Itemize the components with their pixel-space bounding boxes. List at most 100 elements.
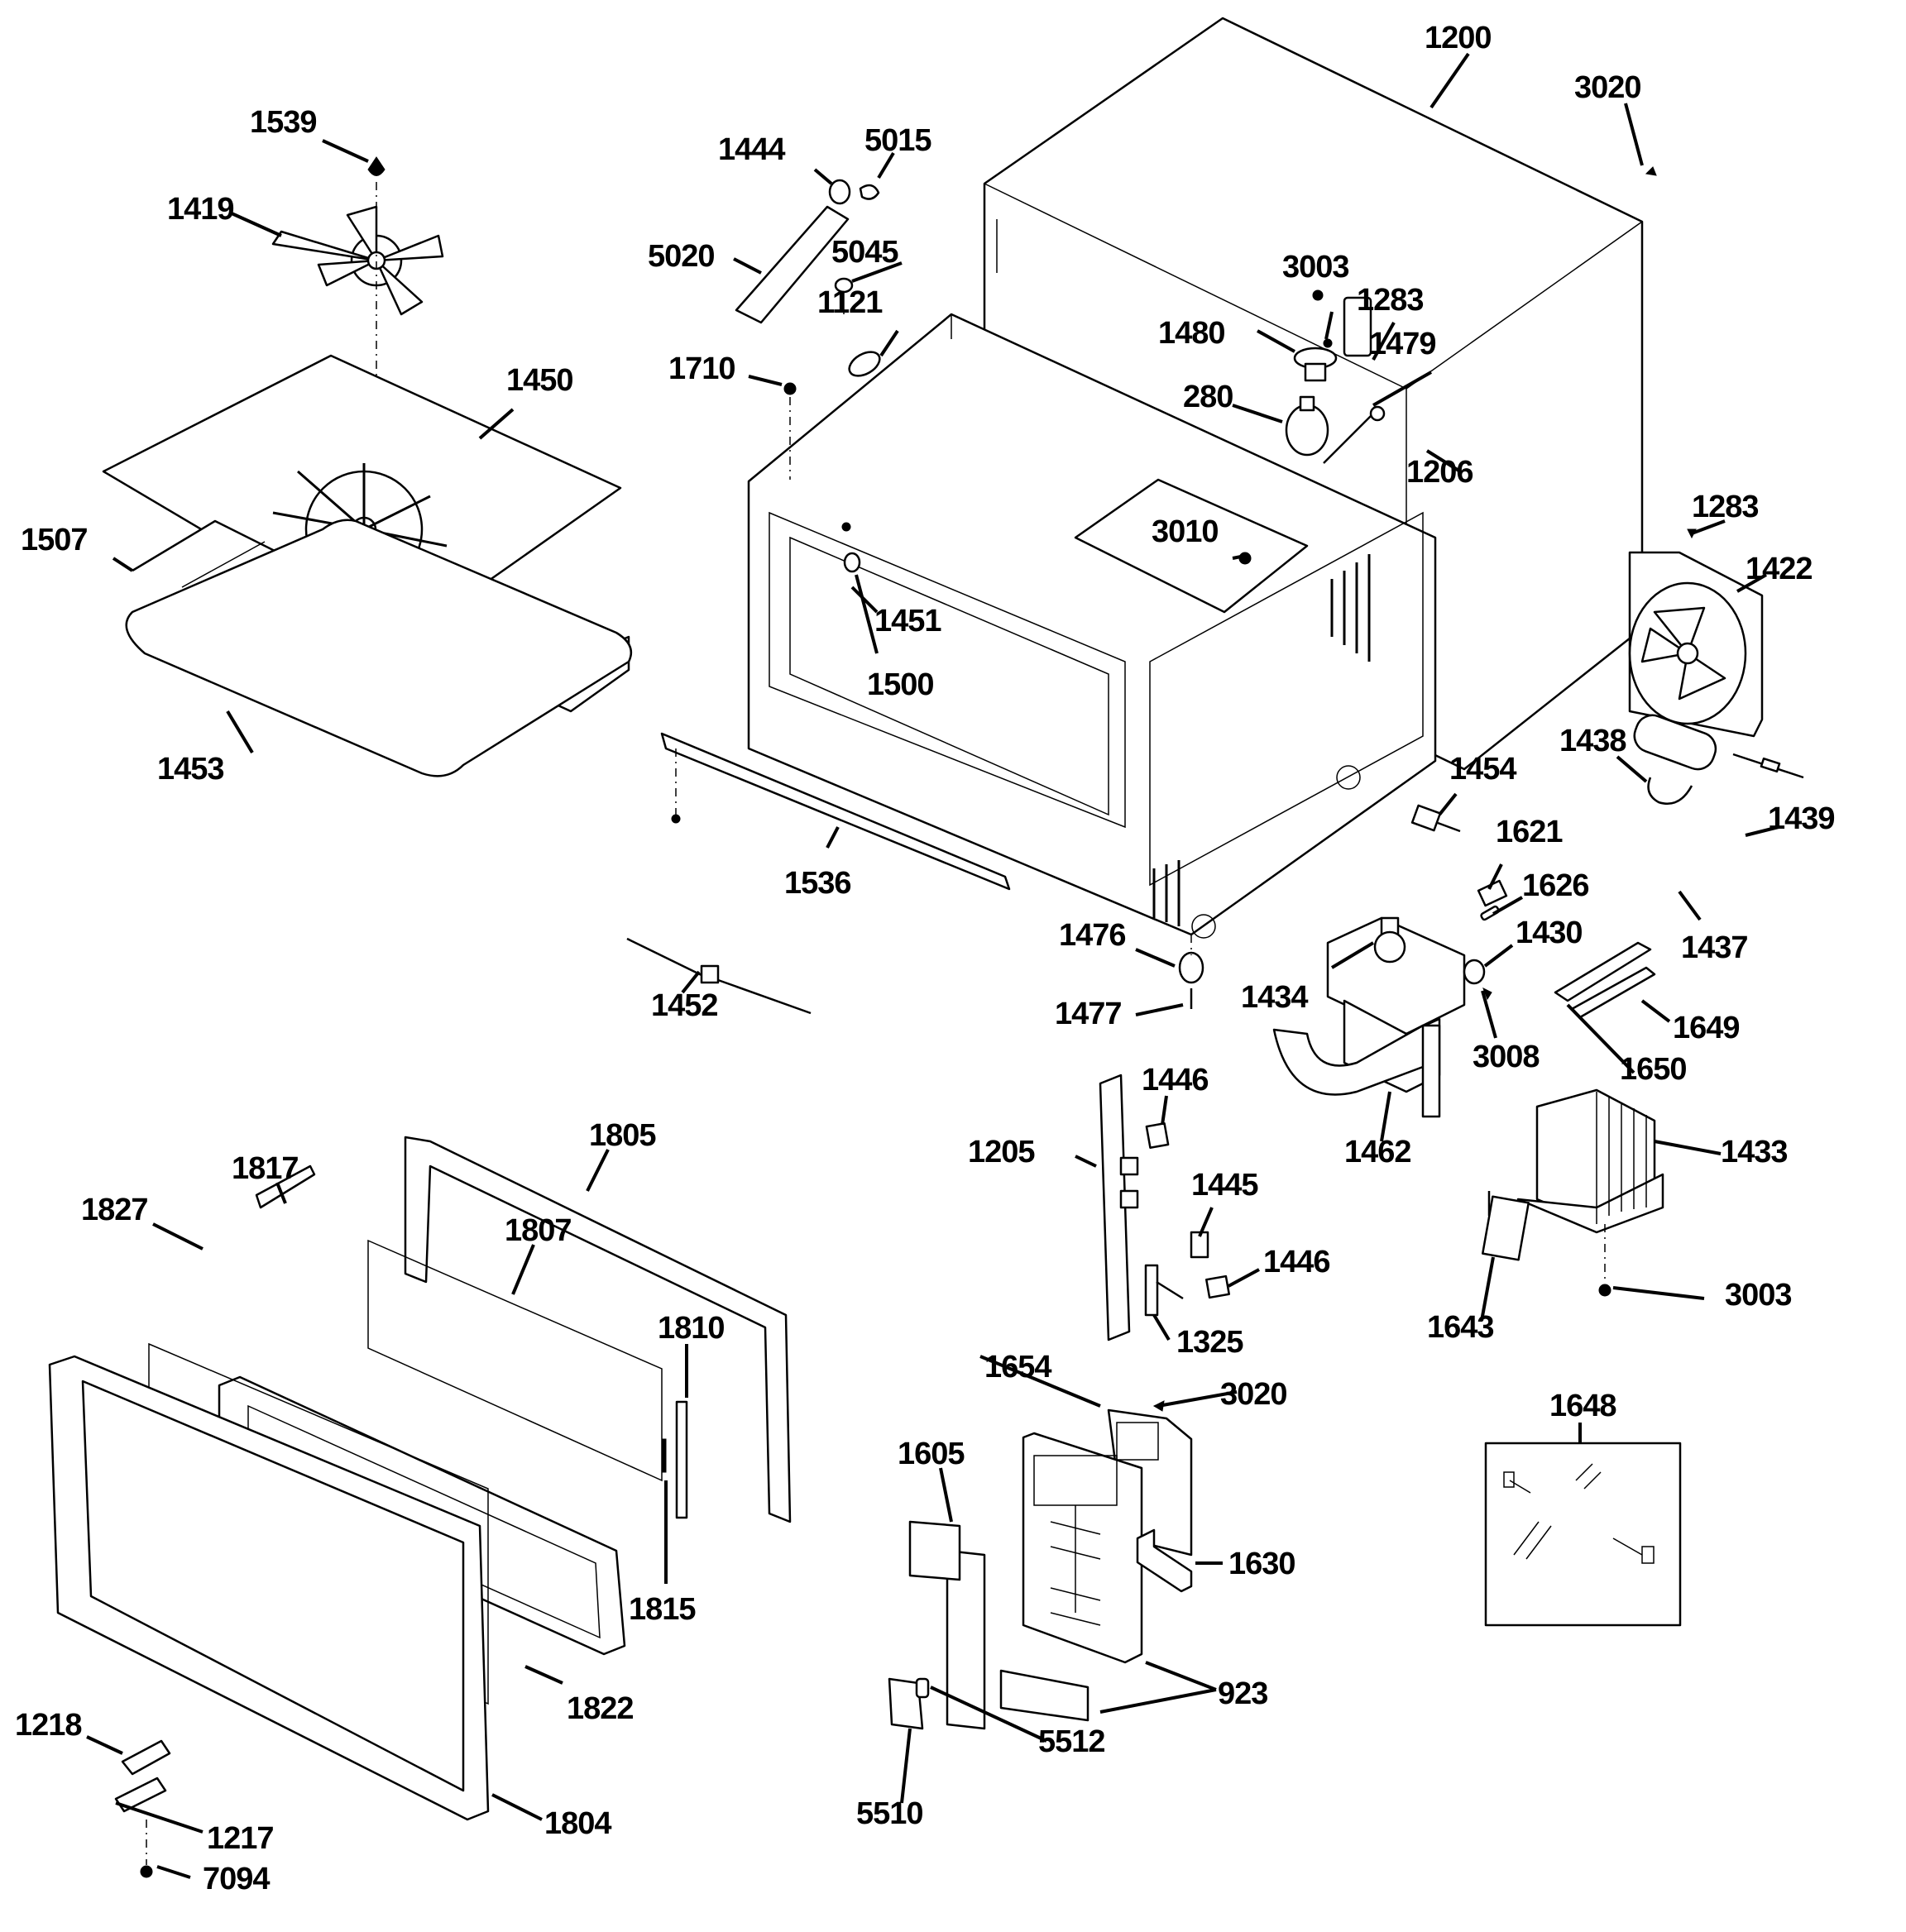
label-1445[interactable]: 1445 xyxy=(1191,1168,1259,1203)
capacitor-bracket-1437 xyxy=(1647,777,1693,805)
label-5510[interactable]: 5510 xyxy=(856,1796,924,1831)
part-labels: 1200 3020 1539 1419 1450 1507 1453 1444 … xyxy=(15,21,1836,1896)
label-1451[interactable]: 1451 xyxy=(874,604,942,638)
spring-5512 xyxy=(915,1677,930,1699)
label-1480[interactable]: 1480 xyxy=(1158,316,1226,351)
button-5510 xyxy=(888,1677,924,1730)
label-1217[interactable]: 1217 xyxy=(207,1821,275,1856)
label-3003-top[interactable]: 3003 xyxy=(1282,250,1350,285)
label-1822[interactable]: 1822 xyxy=(567,1691,635,1726)
label-1650[interactable]: 1650 xyxy=(1620,1052,1688,1087)
thermostat-1430 xyxy=(1463,959,1486,985)
latch-1630 xyxy=(1136,1528,1193,1593)
clip-5015 xyxy=(859,184,880,200)
label-1446-a[interactable]: 1446 xyxy=(1142,1063,1209,1098)
label-1500[interactable]: 1500 xyxy=(867,667,935,702)
switch-1446-b xyxy=(1205,1274,1230,1299)
label-1605[interactable]: 1605 xyxy=(898,1437,965,1471)
label-1477[interactable]: 1477 xyxy=(1055,997,1123,1031)
label-1807[interactable]: 1807 xyxy=(505,1213,572,1248)
label-3003-right[interactable]: 3003 xyxy=(1725,1278,1793,1313)
label-1121[interactable]: 1121 xyxy=(817,285,884,320)
control-panel-923 xyxy=(946,1432,1143,1730)
lamp-cover-1479 xyxy=(1343,296,1372,357)
spring-1815 xyxy=(661,1438,667,1473)
label-1452[interactable]: 1452 xyxy=(651,988,719,1023)
label-1434[interactable]: 1434 xyxy=(1241,980,1309,1015)
label-1453[interactable]: 1453 xyxy=(157,752,225,787)
fan-nut-1539 xyxy=(367,156,386,176)
label-5015[interactable]: 5015 xyxy=(864,123,932,158)
clip-1500 xyxy=(843,552,861,573)
convection-fan-blade-1419 xyxy=(271,205,444,316)
label-1805[interactable]: 1805 xyxy=(589,1118,657,1153)
label-1804[interactable]: 1804 xyxy=(544,1806,612,1841)
hinge-bar-5020 xyxy=(735,205,850,324)
label-1539[interactable]: 1539 xyxy=(250,105,318,140)
label-280[interactable]: 280 xyxy=(1183,380,1233,414)
screw-1283-top xyxy=(1312,289,1324,301)
label-923[interactable]: 923 xyxy=(1218,1676,1268,1711)
label-1206[interactable]: 1206 xyxy=(1406,455,1474,490)
label-1479[interactable]: 1479 xyxy=(1369,327,1437,361)
label-1450[interactable]: 1450 xyxy=(506,363,574,398)
label-3010[interactable]: 3010 xyxy=(1152,514,1219,549)
label-1419[interactable]: 1419 xyxy=(167,192,235,227)
thermal-fuse-1206 xyxy=(1323,405,1386,464)
label-1462[interactable]: 1462 xyxy=(1344,1135,1412,1169)
screw-7094 xyxy=(140,1865,153,1878)
wire-kit-1648 xyxy=(1484,1442,1682,1627)
label-1283-top[interactable]: 1283 xyxy=(1357,283,1425,318)
label-1630[interactable]: 1630 xyxy=(1228,1547,1296,1581)
label-1200[interactable]: 1200 xyxy=(1425,21,1492,55)
latch-hook-1810 xyxy=(675,1400,688,1519)
label-3020-bottom[interactable]: 3020 xyxy=(1220,1377,1288,1412)
label-1621[interactable]: 1621 xyxy=(1496,815,1564,849)
label-1446-b[interactable]: 1446 xyxy=(1263,1245,1331,1279)
label-3008[interactable]: 3008 xyxy=(1473,1040,1540,1074)
label-1437[interactable]: 1437 xyxy=(1681,930,1749,965)
label-1649[interactable]: 1649 xyxy=(1673,1011,1741,1045)
label-1648[interactable]: 1648 xyxy=(1549,1389,1617,1423)
screw-3003-right xyxy=(1598,1284,1611,1297)
top-screw-3020 xyxy=(1645,166,1657,176)
label-1205[interactable]: 1205 xyxy=(968,1135,1036,1169)
label-1827[interactable]: 1827 xyxy=(81,1193,149,1227)
label-1810[interactable]: 1810 xyxy=(658,1311,726,1346)
label-1507[interactable]: 1507 xyxy=(21,523,89,557)
fuse-1626 xyxy=(1480,905,1500,921)
label-1643[interactable]: 1643 xyxy=(1427,1310,1495,1345)
label-1439[interactable]: 1439 xyxy=(1768,801,1836,836)
switch-1621 xyxy=(1477,879,1508,907)
cap-1444 xyxy=(828,179,851,205)
label-1626[interactable]: 1626 xyxy=(1522,868,1590,903)
label-1438[interactable]: 1438 xyxy=(1559,724,1627,758)
label-1710[interactable]: 1710 xyxy=(668,351,736,386)
label-1218[interactable]: 1218 xyxy=(15,1708,83,1743)
label-5045[interactable]: 5045 xyxy=(831,235,899,270)
label-1654[interactable]: 1654 xyxy=(984,1350,1052,1384)
label-1325[interactable]: 1325 xyxy=(1176,1325,1244,1360)
label-3020-top[interactable]: 3020 xyxy=(1574,70,1642,105)
diode-1439 xyxy=(1732,753,1804,779)
door-front-1804 xyxy=(48,1355,490,1821)
label-7094[interactable]: 7094 xyxy=(203,1862,271,1896)
label-1536[interactable]: 1536 xyxy=(784,866,852,901)
label-1817[interactable]: 1817 xyxy=(232,1151,299,1186)
label-1433[interactable]: 1433 xyxy=(1721,1135,1789,1169)
screw-rail xyxy=(671,814,681,824)
cover-1605 xyxy=(908,1520,961,1581)
label-5020[interactable]: 5020 xyxy=(648,239,716,274)
label-1422[interactable]: 1422 xyxy=(1746,552,1813,586)
label-5512[interactable]: 5512 xyxy=(1038,1724,1106,1759)
screw-3008 xyxy=(1482,987,1492,1001)
label-1454[interactable]: 1454 xyxy=(1449,752,1517,787)
sensor-1454 xyxy=(1410,804,1461,833)
label-1815[interactable]: 1815 xyxy=(629,1592,697,1627)
label-1283-right[interactable]: 1283 xyxy=(1692,490,1760,524)
choke-frame-1805 xyxy=(404,1136,792,1523)
label-1444[interactable]: 1444 xyxy=(718,132,786,167)
label-1476[interactable]: 1476 xyxy=(1059,918,1127,953)
label-1430[interactable]: 1430 xyxy=(1516,916,1583,950)
